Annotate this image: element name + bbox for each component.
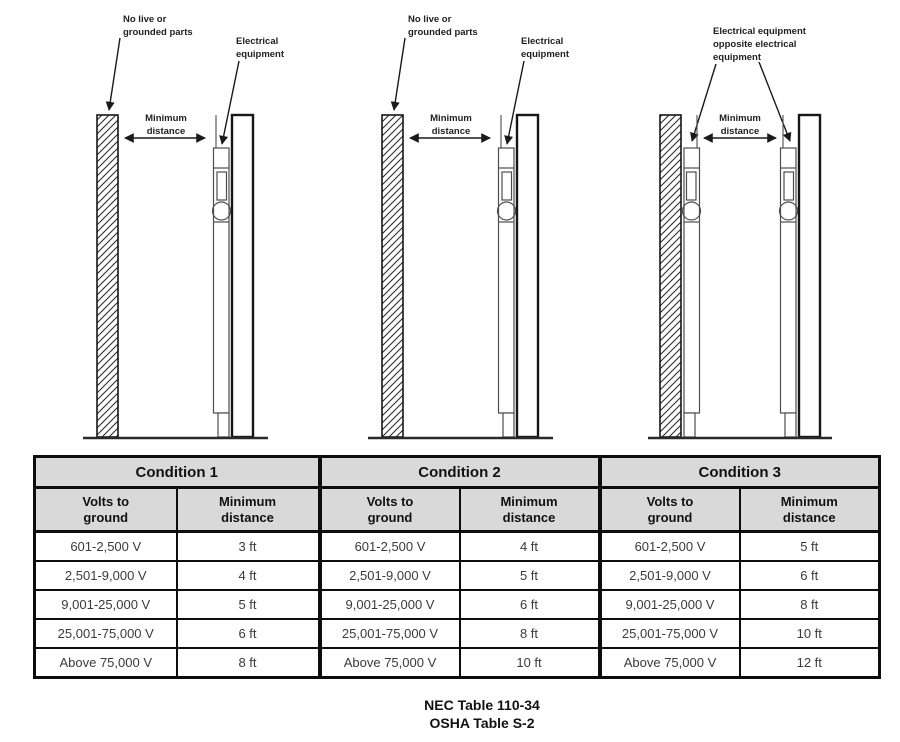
condition1-equipment-label-line2: equipment <box>236 49 285 60</box>
condition1-no-live-arrow <box>105 37 121 111</box>
condition-header-row: Condition 1 Condition 2 Condition 3 <box>33 455 881 489</box>
condition3-hatched-wall <box>659 114 682 438</box>
condition3-left-equipment-panel <box>681 114 702 438</box>
condition3-right-equipment-wall <box>797 113 822 439</box>
condition3-distance-header: Minimum distance <box>738 486 881 533</box>
clearance-diagrams: No live or grounded parts Electrical equ… <box>83 14 832 440</box>
condition2-no-live-arrow <box>390 37 406 111</box>
c3-distance-row2: 6 ft <box>738 560 881 591</box>
condition1-header: Condition 1 <box>33 455 321 489</box>
c2-distance-row1: 4 ft <box>458 530 601 562</box>
condition1-equipment-label-line1: Electrical <box>236 36 278 47</box>
c3-distance-row3: 8 ft <box>738 589 881 620</box>
table-row: Above 75,000 V 8 ft Above 75,000 V 10 ft… <box>33 647 881 679</box>
condition1-diagram: No live or grounded parts Electrical equ… <box>83 14 285 440</box>
condition1-no-live-label-line2: grounded parts <box>123 27 193 38</box>
condition3-min-distance-label-line1: Minimum <box>719 113 761 124</box>
condition1-equipment-wall <box>230 113 255 439</box>
c2-distance-row5: 10 ft <box>458 647 601 679</box>
condition2-hatched-wall <box>381 114 404 438</box>
condition2-equipment-wall <box>515 113 540 439</box>
osha-table-reference: OSHA Table S-2 <box>429 715 535 731</box>
table-references: NEC Table 110-34 OSHA Table S-2 <box>424 696 540 732</box>
condition2-min-distance-label-line2: distance <box>432 126 471 137</box>
condition3-volts-header: Volts to ground <box>597 486 741 533</box>
condition3-equipment-label-line1: Electrical equipment <box>713 26 807 37</box>
condition3-distance-header-text: Minimum distance <box>780 493 838 525</box>
c1-distance-row4: 6 ft <box>175 618 321 649</box>
condition3-right-equipment-panel <box>778 114 799 438</box>
nec-table-reference: NEC Table 110-34 <box>424 697 540 713</box>
condition1-volts-header: Volts to ground <box>33 486 178 533</box>
condition2-volts-header: Volts to ground <box>317 486 461 533</box>
condition2-volts-header-text: Volts to ground <box>366 493 414 525</box>
c1-distance-row3: 5 ft <box>175 589 321 620</box>
condition2-equipment-label-line2: equipment <box>521 49 570 60</box>
condition1-equipment-panel <box>211 114 232 438</box>
c1-volts-row2: 2,501-9,000 V <box>33 560 178 591</box>
condition3-left-equipment-arrow <box>690 63 717 142</box>
condition1-distance-header-text: Minimum distance <box>218 493 277 525</box>
c1-distance-row1: 3 ft <box>175 530 321 562</box>
c1-volts-row3: 9,001-25,000 V <box>33 589 178 620</box>
condition1-min-distance-label-line2: distance <box>147 126 186 137</box>
c3-volts-row1: 601-2,500 V <box>597 530 741 562</box>
c2-distance-row4: 8 ft <box>458 618 601 649</box>
condition3-header: Condition 3 <box>597 455 881 489</box>
condition2-equipment-label-line1: Electrical <box>521 36 563 47</box>
condition3-volts-header-text: Volts to ground <box>646 493 694 525</box>
c3-distance-row1: 5 ft <box>738 530 881 562</box>
c2-volts-row3: 9,001-25,000 V <box>317 589 461 620</box>
column-header-row: Volts to ground Minimum distance Volts t… <box>33 486 881 533</box>
clearance-table: Condition 1 Condition 2 Condition 3 Volt… <box>33 455 881 679</box>
condition1-distance-header: Minimum distance <box>175 486 321 533</box>
condition2-header: Condition 2 <box>317 455 601 489</box>
condition3-right-equipment-arrow <box>758 61 792 142</box>
c3-volts-row3: 9,001-25,000 V <box>597 589 741 620</box>
c1-volts-row4: 25,001-75,000 V <box>33 618 178 649</box>
condition1-min-distance-label-line1: Minimum <box>145 113 187 124</box>
c3-volts-row5: Above 75,000 V <box>597 647 741 679</box>
condition2-diagram: No live or grounded parts Electrical equ… <box>368 14 570 440</box>
c2-volts-row5: Above 75,000 V <box>317 647 461 679</box>
c2-distance-row2: 5 ft <box>458 560 601 591</box>
condition3-min-distance-label-line2: distance <box>721 126 760 137</box>
condition1-equipment-arrow <box>219 60 240 145</box>
condition3-diagram: Electrical equipment opposite electrical… <box>648 26 832 440</box>
condition2-equipment-panel <box>496 114 517 438</box>
table-row: 9,001-25,000 V 5 ft 9,001-25,000 V 6 ft … <box>33 589 881 620</box>
c2-volts-row2: 2,501-9,000 V <box>317 560 461 591</box>
c3-distance-row5: 12 ft <box>738 647 881 679</box>
condition1-no-live-label-line1: No live or <box>123 14 167 25</box>
table-row: 2,501-9,000 V 4 ft 2,501-9,000 V 5 ft 2,… <box>33 560 881 591</box>
c3-volts-row4: 25,001-75,000 V <box>597 618 741 649</box>
c3-volts-row2: 2,501-9,000 V <box>597 560 741 591</box>
c2-volts-row1: 601-2,500 V <box>317 530 461 562</box>
c3-distance-row4: 10 ft <box>738 618 881 649</box>
condition2-distance-header-text: Minimum distance <box>500 493 558 525</box>
table-row: 601-2,500 V 3 ft 601-2,500 V 4 ft 601-2,… <box>33 530 881 562</box>
condition2-equipment-arrow <box>504 60 525 145</box>
c1-volts-row1: 601-2,500 V <box>33 530 178 562</box>
c1-distance-row2: 4 ft <box>175 560 321 591</box>
c1-distance-row5: 8 ft <box>175 647 321 679</box>
c2-distance-row3: 6 ft <box>458 589 601 620</box>
c2-volts-row4: 25,001-75,000 V <box>317 618 461 649</box>
condition2-min-distance-label-line1: Minimum <box>430 113 472 124</box>
c1-volts-row5: Above 75,000 V <box>33 647 178 679</box>
condition3-equipment-label-line2: opposite electrical <box>713 39 796 50</box>
table-row: 25,001-75,000 V 6 ft 25,001-75,000 V 8 f… <box>33 618 881 649</box>
condition2-no-live-label-line2: grounded parts <box>408 27 478 38</box>
condition1-volts-header-text: Volts to ground <box>82 493 130 525</box>
condition3-equipment-label-line3: equipment <box>713 52 762 63</box>
condition2-distance-header: Minimum distance <box>458 486 601 533</box>
condition1-hatched-wall <box>96 114 119 438</box>
condition2-no-live-label-line1: No live or <box>408 14 452 25</box>
